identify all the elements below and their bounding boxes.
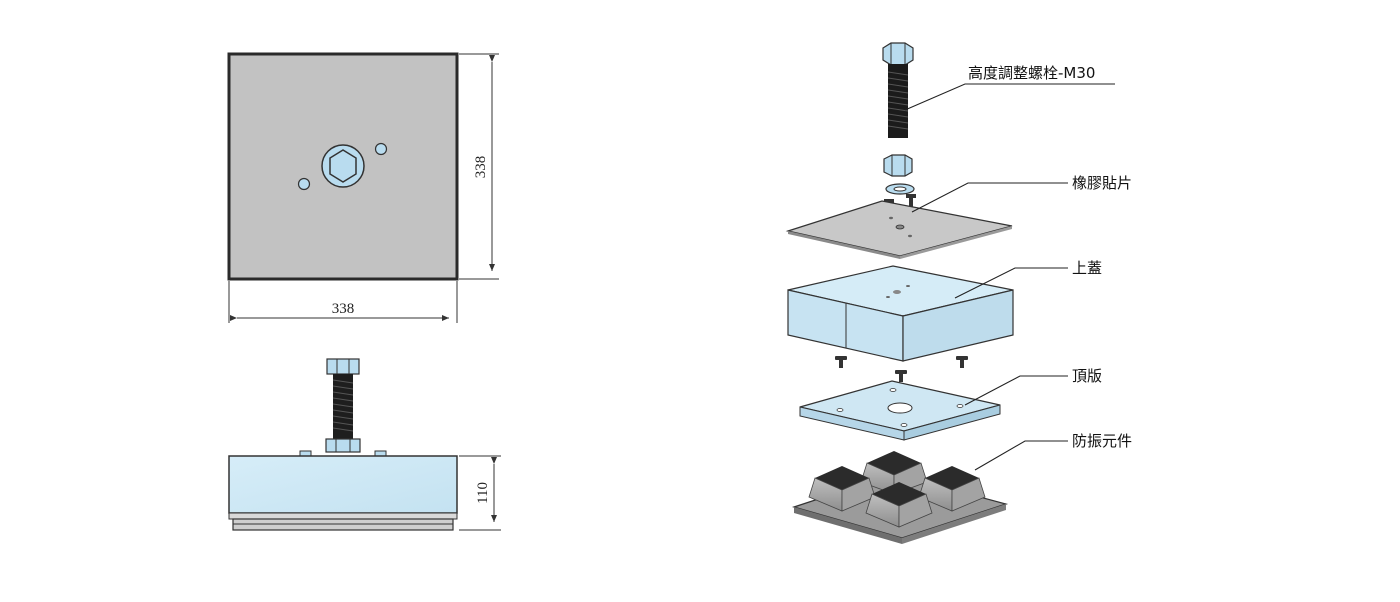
isolator-pad-front [865,482,933,528]
small-hole-right [374,142,388,156]
leader-top-plate [964,375,1068,406]
exploded-view: 高度調整螺栓-M30 橡膠貼片 上蓋 頂版 防振元件 [785,42,1132,544]
label-top-plate: 頂版 [1072,367,1102,385]
dimension-label-338-horizontal: 338 [332,301,355,317]
label-top-cover: 上蓋 [1072,259,1102,277]
label-vibration-isolator: 防振元件 [1072,432,1132,450]
dimension-label-338-vertical: 338 [473,156,489,179]
top-view: 338 338 [227,52,499,323]
leader-rubber-pad [911,182,1068,213]
leader-bolt [904,83,1115,111]
leader-top-cover [954,267,1068,299]
side-top-cover [228,455,458,514]
height-adjust-bolt [882,42,914,138]
leader-isolator [974,440,1068,471]
side-nut [325,438,361,453]
vibration-isolator [791,451,1009,544]
bolt-head-hex [329,149,357,183]
label-height-adjust-bolt: 高度調整螺栓-M30 [968,64,1095,82]
side-bolt-shaft [333,374,353,440]
side-view: 110 [228,358,501,531]
top-cover [787,265,1014,362]
hex-nut [883,154,913,177]
isolator-pad-right [918,466,986,512]
small-hole-left [297,177,311,191]
top-plate [799,380,1001,441]
height-dimension: 338 [459,53,499,280]
dimension-label-110: 110 [475,482,491,504]
width-dimension: 338 [228,281,458,323]
isolator-pad-left [808,466,876,512]
side-bolt-head [326,358,360,375]
label-rubber-pad: 橡膠貼片 [1072,174,1132,192]
